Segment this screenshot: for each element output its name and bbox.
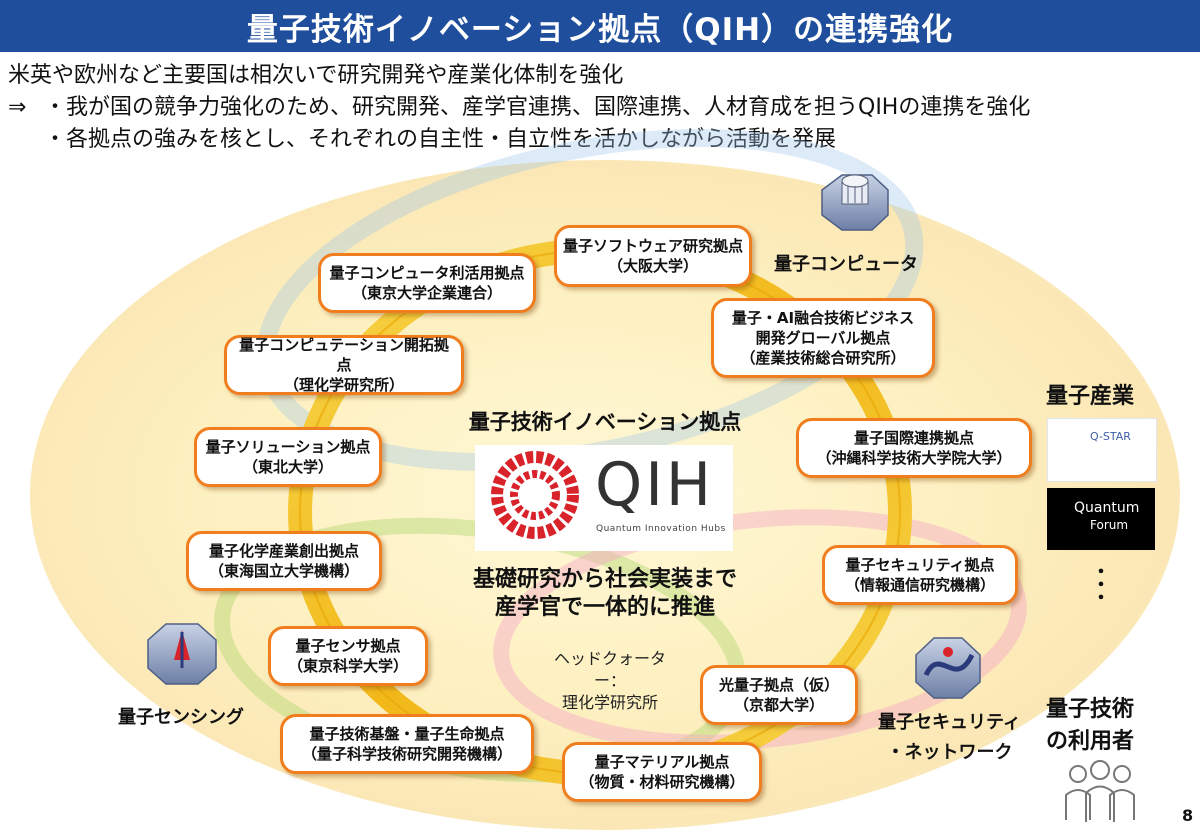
hub-org: （情報通信研究機構） bbox=[844, 576, 995, 594]
more-dots: ・ ・ ・ bbox=[1092, 562, 1110, 609]
hub-name: 量子コンピュテーション開拓拠点 bbox=[239, 336, 449, 374]
quantum-forum-text-1: Quantum bbox=[1074, 500, 1140, 516]
hub-org: （東京科学大学） bbox=[287, 657, 408, 675]
hub-org: （京都大学） bbox=[733, 696, 824, 714]
hub-name: 量子マテリアル拠点 bbox=[594, 753, 730, 771]
hub-quantum-international: 量子国際連携拠点 （沖縄科学技術大学院大学） bbox=[796, 418, 1032, 478]
q-star-logo bbox=[1047, 418, 1157, 482]
hub-org: （理化学研究所） bbox=[283, 376, 404, 394]
hub-quantum-computation: 量子コンピュテーション開拓拠点 （理化学研究所） bbox=[224, 335, 464, 395]
hub-org: （量子科学技術研究開発機構） bbox=[301, 745, 512, 763]
hub-org: （沖縄科学技術大学院大学） bbox=[816, 449, 1012, 467]
intro-line-1: 米英や欧州など主要国は相次いで研究開発や産業化体制を強化 bbox=[8, 63, 624, 88]
hq-org: 理化学研究所 bbox=[561, 693, 658, 712]
intro-line-2: ⇒ ・我が国の競争力強化のため、研究開発、産学官連携、国際連携、人材育成を担うQI… bbox=[8, 92, 1030, 124]
center-slogan: 基礎研究から社会実装まで 産学官で一体的に推進 bbox=[450, 566, 760, 622]
hub-name: 量子化学産業創出拠点 bbox=[208, 542, 359, 560]
hub-name-2: 開発グローバル拠点 bbox=[755, 329, 891, 347]
label-security-line-2: ・ネットワーク bbox=[886, 742, 1013, 763]
users-icon bbox=[1065, 760, 1135, 822]
label-quantum-computer: 量子コンピュータ bbox=[774, 254, 918, 275]
hub-name: 量子センサ拠点 bbox=[295, 637, 401, 655]
quantum-security-icon bbox=[915, 637, 981, 699]
users-line-2: の利用者 bbox=[1046, 729, 1135, 754]
hub-org: （物質・材料研究機構） bbox=[579, 773, 745, 791]
page-number: 8 bbox=[1182, 806, 1194, 825]
intro-line-3: ・各拠点の強みを核とし、それぞれの自主性・自立性を活かしながら活動を発展 bbox=[44, 127, 837, 152]
hub-quantum-ai-business: 量子・AI融合技術ビジネス 開発グローバル拠点 （産業技術総合研究所） bbox=[711, 298, 935, 378]
hub-name: 量子ソフトウェア研究拠点 bbox=[563, 237, 744, 255]
label-quantum-sensing: 量子センシング bbox=[118, 707, 244, 728]
page-title: 量子技術イノベーション拠点（QIH）の連携強化 bbox=[246, 11, 954, 48]
center-title: 量子技術イノベーション拠点 bbox=[468, 410, 742, 434]
label-users: 量子技術 の利用者 bbox=[1046, 694, 1134, 758]
hub-org: （産業技術総合研究所） bbox=[740, 349, 906, 367]
intro-text: 米英や欧州など主要国は相次いで研究開発や産業化体制を強化 ⇒ ・我が国の競争力強化… bbox=[8, 60, 1030, 156]
users-line-1: 量子技術 bbox=[1046, 697, 1135, 722]
label-security-line-1: 量子セキュリティ bbox=[878, 712, 1021, 733]
qih-logo-text: QIH bbox=[595, 450, 715, 520]
hub-quantum-life: 量子技術基盤・量子生命拠点 （量子科学技術研究開発機構） bbox=[280, 714, 534, 774]
hub-quantum-security: 量子セキュリティ拠点 （情報通信研究機構） bbox=[822, 545, 1018, 605]
hub-quantum-computer-utilization: 量子コンピュータ利活用拠点 （東京大学企業連合） bbox=[318, 253, 536, 313]
hub-quantum-software: 量子ソフトウェア研究拠点 （大阪大学） bbox=[554, 225, 752, 287]
hub-quantum-chemistry: 量子化学産業創出拠点 （東海国立大学機構） bbox=[186, 531, 382, 591]
title-bar: 量子技術イノベーション拠点（QIH）の連携強化 bbox=[0, 0, 1200, 52]
hub-quantum-solution: 量子ソリューション拠点 （東北大学） bbox=[194, 427, 382, 487]
hub-name: 量子技術基盤・量子生命拠点 bbox=[309, 725, 505, 743]
hub-org: （大阪大学） bbox=[607, 257, 698, 275]
headquarters: ヘッドクォーター： 理化学研究所 bbox=[540, 648, 680, 714]
slogan-line-2: 産学官で一体的に推進 bbox=[494, 595, 715, 620]
hq-label: ヘッドクォーター： bbox=[553, 649, 666, 690]
quantum-forum-text-2: Forum bbox=[1090, 518, 1129, 532]
hub-name: 光量子拠点（仮） bbox=[718, 676, 839, 694]
hub-photonic-quantum: 光量子拠点（仮） （京都大学） bbox=[700, 665, 858, 725]
hub-name: 量子コンピュータ利活用拠点 bbox=[329, 264, 525, 282]
hub-name: 量子・AI融合技術ビジネス bbox=[731, 309, 915, 327]
hub-name: 量子ソリューション拠点 bbox=[205, 438, 371, 456]
hub-name: 量子国際連携拠点 bbox=[853, 429, 974, 447]
qih-logo-mark-icon bbox=[491, 451, 579, 539]
hub-quantum-material: 量子マテリアル拠点 （物質・材料研究機構） bbox=[562, 742, 762, 802]
arrow-icon: ⇒ bbox=[8, 95, 27, 120]
label-quantum-industry: 量子産業 bbox=[1046, 384, 1135, 409]
hub-org: （東北大学） bbox=[242, 458, 333, 476]
slogan-line-1: 基礎研究から社会実装まで bbox=[472, 567, 737, 592]
hub-quantum-sensor: 量子センサ拠点 （東京科学大学） bbox=[268, 626, 428, 686]
q-star-logo-text: Q-STAR bbox=[1090, 430, 1131, 443]
label-quantum-security: 量子セキュリティ ・ネットワーク bbox=[878, 708, 1021, 768]
quantum-computer-icon bbox=[821, 174, 889, 231]
hub-name: 量子セキュリティ拠点 bbox=[845, 556, 995, 574]
quantum-forum-logo bbox=[1047, 488, 1155, 550]
hub-org: （東海国立大学機構） bbox=[208, 562, 359, 580]
quantum-sensing-icon bbox=[147, 623, 217, 685]
intro-line-2-text: ・我が国の競争力強化のため、研究開発、産学官連携、国際連携、人材育成を担うQIH… bbox=[44, 95, 1031, 120]
qih-logo-subtitle: Quantum Innovation Hubs bbox=[596, 524, 726, 534]
hub-org: （東京大学企業連合） bbox=[351, 284, 502, 302]
